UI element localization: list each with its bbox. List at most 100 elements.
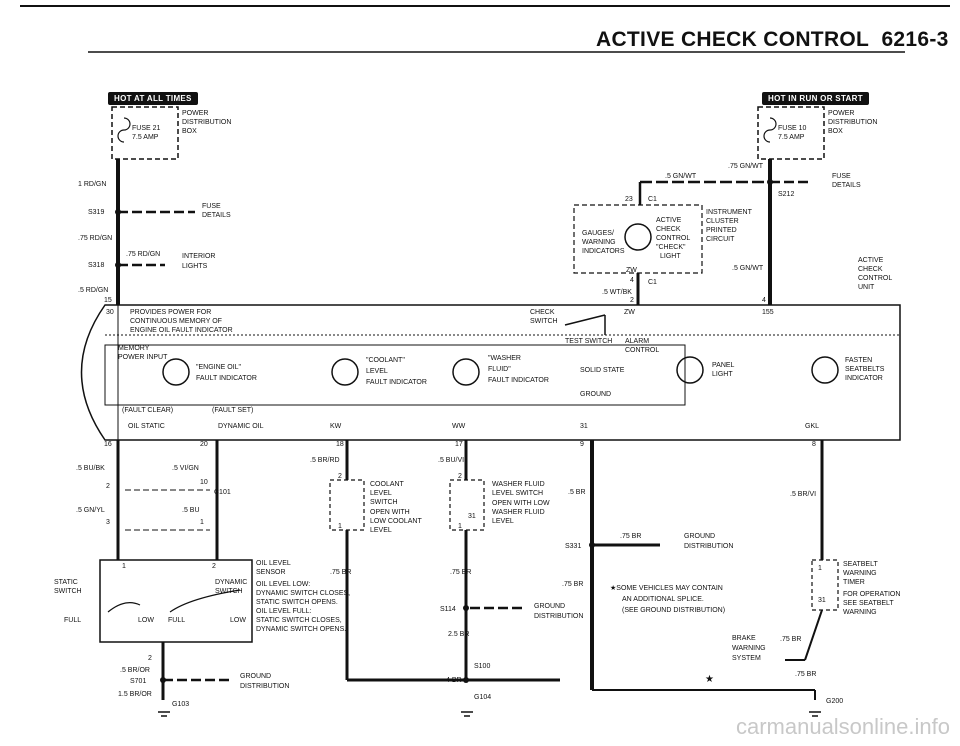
acu-label: CHECK	[858, 266, 883, 273]
splice-note: ★SOME VEHICLES MAY CONTAIN	[610, 584, 723, 592]
ground-dist-label: DISTRIBUTION	[684, 543, 733, 550]
fault-clear-label: (FAULT CLEAR)	[122, 407, 173, 414]
splice-note: (SEE GROUND DISTRIBUTION)	[622, 607, 725, 614]
alarm-label: CONTROL	[625, 347, 659, 354]
oil-note: DYNAMIC SWITCH OPENS.	[256, 626, 346, 633]
cluster-label: INSTRUMENT	[706, 209, 753, 216]
pin-label: 18	[336, 441, 344, 448]
fault-set-label: (FAULT SET)	[212, 407, 253, 414]
wire-label: .75 BR	[450, 569, 471, 576]
pin-label: 31	[818, 597, 826, 604]
memory-note: CONTINUOUS MEMORY OF	[130, 318, 222, 325]
indicator-label: SEATBELTS	[845, 366, 885, 373]
splice-note: AN ADDITIONAL SPLICE.	[622, 596, 704, 603]
wire-label: .5 GN/WT	[732, 265, 764, 272]
pin-label: 3	[106, 519, 110, 526]
zw-label: ZW	[626, 267, 637, 274]
ground-label: GROUND	[580, 391, 611, 398]
wire-label: .75 RD/GN	[78, 235, 112, 242]
pin-label: 15	[104, 297, 112, 304]
wire-label: .75 GN/WT	[728, 163, 764, 170]
wire-label: .5 GN/YL	[76, 507, 105, 514]
acu-label: UNIT	[858, 284, 875, 291]
check-switch-label: CHECK	[530, 309, 555, 316]
zw-label: ZW	[624, 309, 635, 316]
wire-label: 4 BR	[446, 677, 462, 684]
wire-label: .5 BR/VI	[790, 491, 816, 498]
memory-note: PROVIDES POWER FOR	[130, 309, 211, 316]
left-power-label-3: BOX	[182, 128, 197, 135]
oil-note: OIL LEVEL LOW:	[256, 581, 310, 588]
ground-dist-label: GROUND	[240, 673, 271, 680]
ground-label: G103	[172, 701, 189, 708]
wire-label: .5 VI/GN	[172, 465, 199, 472]
wire-label: .5 WT/BK	[602, 289, 632, 296]
pin-label: 1	[458, 523, 462, 530]
static-switch-label: STATIC	[54, 579, 78, 586]
pin-label: 1	[818, 565, 822, 572]
test-switch-label: TEST SWITCH	[565, 338, 612, 345]
connector-label: C101	[214, 489, 231, 496]
indicator-label: "ENGINE OIL"	[196, 364, 242, 371]
ww-label: WW	[452, 423, 466, 430]
interior-lights-label: LIGHTS	[182, 263, 208, 270]
pin-label: 16	[104, 441, 112, 448]
wire-label: 1.5 BR/OR	[118, 691, 152, 698]
splice-label: S701	[130, 678, 146, 685]
ground-dist-label: GROUND	[534, 603, 565, 610]
page-title: ACTIVE CHECK CONTROL 6216-3	[596, 28, 949, 52]
gkl-label: GKL	[805, 423, 819, 430]
splice-label: S114	[440, 606, 456, 613]
memory-input-label: MEMORY	[118, 345, 150, 352]
left-power-label-1: POWER	[182, 110, 208, 117]
wire-label: .75 BR	[562, 581, 583, 588]
indicator-label: "COOLANT"	[366, 357, 405, 364]
oil-note: DYNAMIC SWITCH CLOSES,	[256, 590, 350, 597]
pin-label: 2	[630, 297, 634, 304]
cluster-label: CONTROL	[656, 235, 690, 242]
level-label: LOW	[138, 617, 154, 624]
seatbelt-label: SEE SEATBELT	[843, 600, 894, 607]
pin-label: 30	[106, 309, 114, 316]
pin-label: 155	[762, 309, 774, 316]
fuse-label: DETAILS	[202, 212, 231, 219]
level-label: FULL	[168, 617, 185, 624]
washer-switch-label: OPEN WITH LOW	[492, 500, 550, 507]
dynamic-oil-label: DYNAMIC OIL	[218, 423, 264, 430]
title-text: ACTIVE CHECK CONTROL	[596, 28, 870, 51]
star-marker: ★	[705, 674, 714, 685]
seatbelt-label: WARNING	[843, 570, 877, 577]
washer-switch-label: LEVEL	[492, 518, 514, 525]
wire-label: .5 BR	[568, 489, 586, 496]
dynamic-switch-label: SWITCH	[215, 588, 243, 595]
washer-switch-label: WASHER FLUID	[492, 481, 545, 488]
ground-dist-label: DISTRIBUTION	[240, 683, 289, 690]
level-label: FULL	[64, 617, 81, 624]
interior-lights-label: INTERIOR	[182, 253, 215, 260]
wire-label: .5 BR/RD	[310, 457, 340, 464]
left-fuse-amp: 7.5 AMP	[132, 134, 159, 141]
cluster-label: "CHECK"	[656, 244, 686, 251]
coolant-switch-label: LEVEL	[370, 527, 392, 534]
splice-label: S100	[474, 663, 490, 670]
indicator-label: "WASHER	[488, 355, 521, 362]
cluster-label: PRINTED	[706, 227, 737, 234]
right-power-label-2: DISTRIBUTION	[828, 119, 877, 126]
cluster-label: LIGHT	[660, 253, 681, 260]
indicator-label: FLUID"	[488, 366, 511, 373]
indicator-label: FASTEN	[845, 357, 872, 364]
indicator-label: FAULT INDICATOR	[196, 375, 257, 382]
wire-label: .75 RD/GN	[126, 251, 160, 258]
seatbelt-label: FOR OPERATION	[843, 591, 900, 598]
oil-note: STATIC SWITCH OPENS.	[256, 599, 338, 606]
coolant-switch-label: LOW COOLANT	[370, 518, 422, 525]
seatbelt-label: SEATBELT	[843, 561, 878, 568]
right-power-label-3: BOX	[828, 128, 843, 135]
cluster-label: INDICATORS	[582, 248, 625, 255]
left-fuse-label: FUSE 21	[132, 125, 161, 132]
splice-label: S212	[778, 191, 794, 198]
memory-note: ENGINE OIL FAULT INDICATOR	[130, 327, 233, 334]
pin-label: 2	[148, 655, 152, 662]
page-number: 6216-3	[881, 28, 949, 51]
